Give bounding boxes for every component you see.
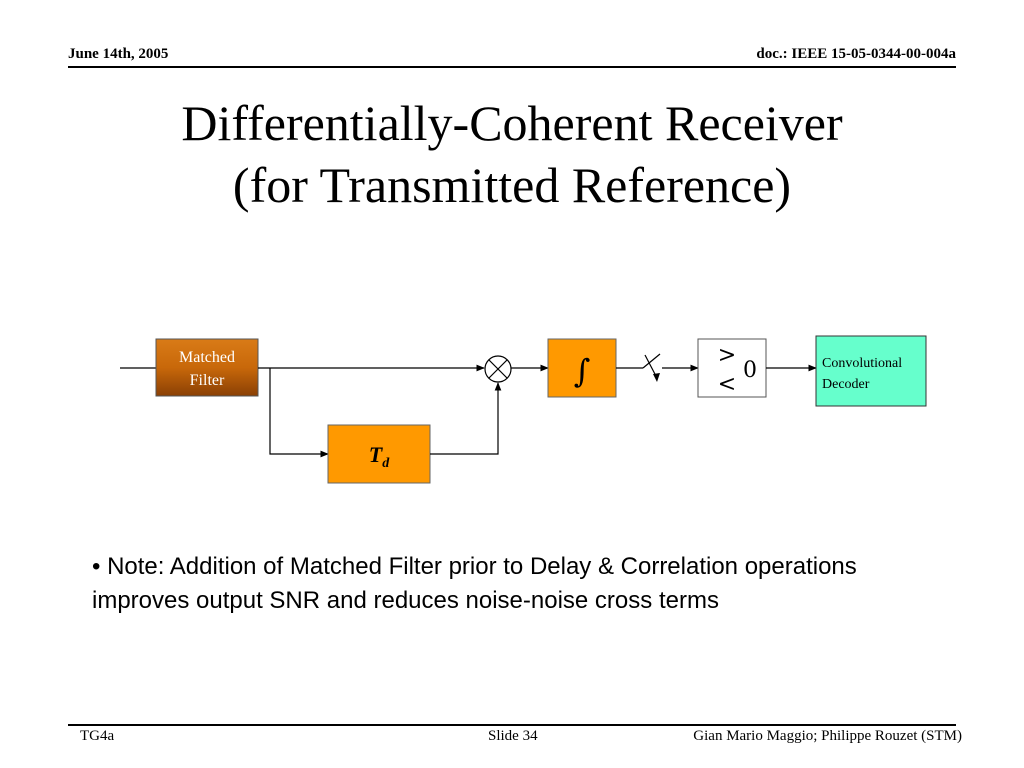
svg-text:Td: Td — [369, 442, 390, 471]
footer-left: TG4a — [80, 728, 115, 744]
footer-authors: Gian Mario Maggio; Philippe Rouzet (STM) — [693, 728, 962, 744]
delay-branch-line — [269, 368, 329, 458]
integrator-block: ∫ — [547, 338, 617, 398]
multiplier-icon — [484, 355, 512, 383]
matched-filter-label-2: Filter — [190, 372, 225, 389]
matched-filter-label-1: Matched — [179, 349, 235, 366]
note-text: • Note: Addition of Matched Filter prior… — [92, 553, 857, 614]
header-rule — [68, 66, 956, 68]
sampler-switch-icon — [616, 353, 699, 382]
delay-block: Td — [327, 424, 431, 484]
title-line-1: Differentially-Coherent Receiver — [181, 95, 843, 151]
footer-slide-number: Slide 34 — [488, 728, 538, 744]
footer-rule — [68, 724, 956, 726]
title-line-2: (for Transmitted Reference) — [232, 157, 792, 213]
convolutional-decoder-block: Convolutional Decoder — [815, 335, 927, 407]
comparator-block: > < 0 — [697, 338, 767, 398]
decoder-label-2: Decoder — [822, 377, 870, 392]
delay-subscript: d — [382, 456, 390, 471]
header-date: June 14th, 2005 — [68, 46, 169, 62]
header-doc-id: doc.: IEEE 15-05-0344-00-004a — [756, 46, 956, 62]
comparator-threshold: 0 — [743, 358, 757, 383]
matched-filter-block: Matched Filter — [155, 338, 259, 397]
comparator-greater-than: > — [718, 343, 736, 368]
decoder-label-1: Convolutional — [822, 356, 902, 371]
comparator-less-than: < — [718, 372, 736, 397]
delay-symbol: T — [369, 442, 384, 467]
integral-icon: ∫ — [574, 352, 591, 390]
delay-output-line — [430, 382, 502, 455]
slide-title: Differentially-Coherent Receiver (for Tr… — [0, 92, 1024, 216]
